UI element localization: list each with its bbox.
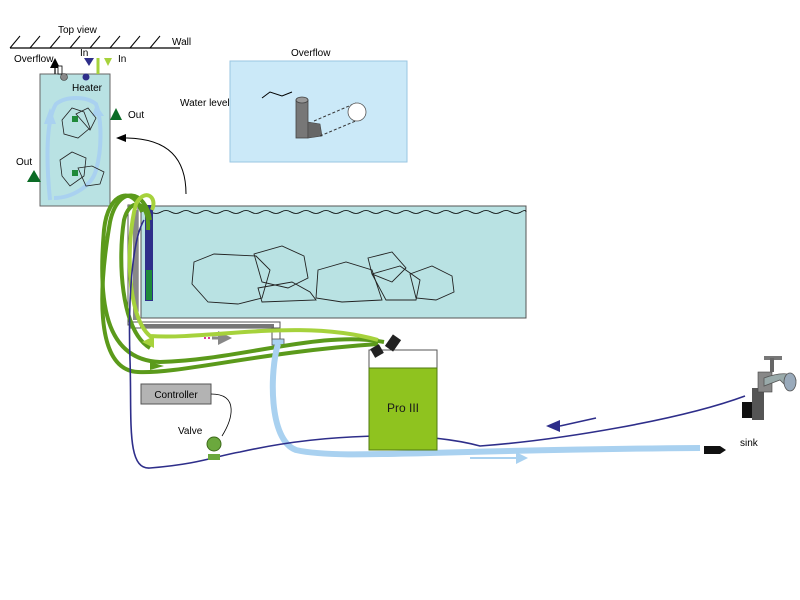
light-green-arrow-icon (142, 336, 154, 348)
tank-rocks (191, 245, 455, 305)
in-down-arrow-icon (84, 58, 94, 66)
out-left-label: Out (16, 157, 32, 168)
in-right-label: In (118, 54, 126, 65)
navy-arrow-icon (546, 420, 560, 432)
overflow-drain-icon (60, 73, 68, 81)
light-green-hose (127, 193, 379, 342)
water-level-label: Water level (180, 98, 230, 109)
out-right-label: Out (128, 110, 144, 121)
sink-label: sink (740, 438, 759, 449)
top-view-wall (9, 35, 180, 49)
overflow-left-label: Overflow (14, 54, 54, 65)
pointer-curve (123, 137, 187, 195)
tank-water-surface (140, 210, 527, 214)
valve-label: Valve (178, 426, 203, 437)
overflow-inset-panel (229, 60, 408, 163)
dark-green-hoses (100, 193, 385, 375)
faucet-icon (742, 356, 797, 420)
controller-label: Controller (154, 390, 198, 401)
in-left-label: In (80, 48, 88, 59)
light-blue-arrow-icon (516, 452, 528, 464)
top-view-circulation-flow (45, 96, 103, 201)
return-pipe (145, 205, 153, 301)
heater-intake-icon (82, 73, 90, 81)
wall-label: Wall (172, 37, 191, 48)
navy-water-supply-line (128, 219, 746, 469)
pro-iii-filter (368, 334, 438, 451)
overflow-inset-title: Overflow (291, 48, 331, 59)
valve-icon (206, 436, 222, 452)
out-right-arrow-icon (110, 108, 122, 120)
top-view-rocks (59, 107, 105, 187)
main-tank (140, 205, 527, 319)
filter-label: Pro III (387, 401, 419, 415)
in-green-arrow-icon (104, 58, 112, 66)
overflow-up-arrow-icon (50, 58, 60, 68)
water-level-line (261, 91, 293, 99)
overflow-standpipe-detail (295, 96, 367, 139)
heater-label: Heater (72, 83, 103, 94)
light-blue-drain-hose (269, 343, 701, 458)
circulation-arrow-icon (44, 108, 56, 124)
sink-drain-icon (704, 446, 726, 454)
top-view-label: Top view (58, 25, 98, 36)
overflow-standpipe-icon (57, 65, 63, 75)
out-left-arrow-icon (27, 170, 41, 182)
